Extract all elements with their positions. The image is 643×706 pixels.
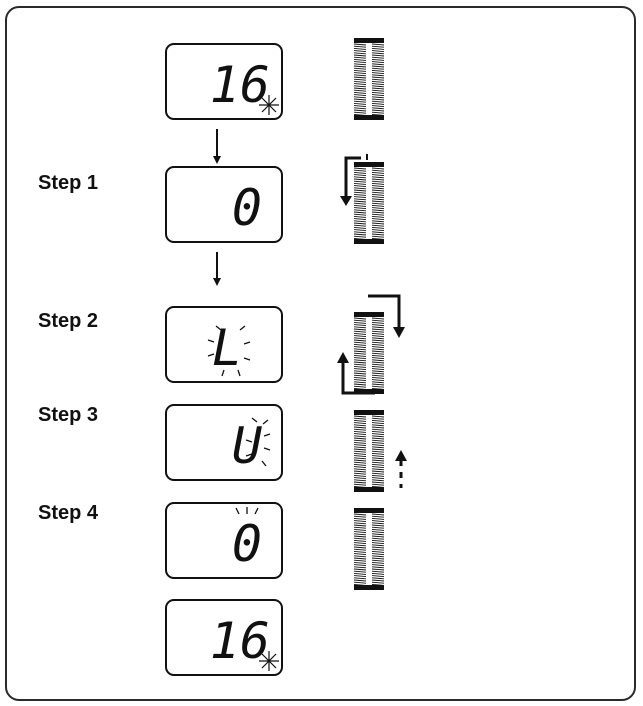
buttonhole-stitch-icon bbox=[353, 312, 385, 394]
display-5-value: 0 bbox=[232, 515, 262, 573]
step-1-label: Step 1 bbox=[38, 172, 99, 194]
step-4-label: Step 4 bbox=[38, 502, 99, 524]
lcd-display-3: L bbox=[165, 306, 283, 383]
display-1-value: 16 bbox=[210, 56, 270, 114]
blink-rays-icon bbox=[207, 325, 251, 377]
display-2-value: 0 bbox=[232, 179, 262, 237]
blink-indicator-icon bbox=[259, 95, 279, 115]
lcd-display-6: 16 bbox=[165, 599, 283, 676]
lcd-display-4: U bbox=[165, 404, 283, 481]
blink-rays-icon bbox=[245, 417, 271, 467]
lcd-display-2: 0 bbox=[165, 166, 283, 243]
buttonhole-stitch-icon bbox=[353, 38, 385, 120]
sewing-direction-arrow-icon bbox=[337, 294, 405, 395]
diagram-frame bbox=[5, 6, 636, 701]
buttonhole-stitch-icon bbox=[353, 410, 385, 492]
lcd-display-5: 0 bbox=[165, 502, 283, 579]
buttonhole-stitch-icon bbox=[353, 162, 385, 244]
display-4-value: U bbox=[232, 417, 263, 475]
buttonhole-stitch-icon bbox=[353, 508, 385, 590]
buttonhole-icons bbox=[353, 38, 385, 590]
display-3-value: L bbox=[212, 319, 242, 377]
display-6-value: 16 bbox=[210, 612, 270, 670]
blink-rays-icon bbox=[235, 507, 259, 515]
step-3-label: Step 3 bbox=[38, 404, 99, 426]
blink-indicator-icon bbox=[259, 651, 279, 671]
sewing-direction-arrow-icon bbox=[340, 154, 368, 206]
lcd-display-1: 16 bbox=[165, 43, 283, 120]
step-2-label: Step 2 bbox=[38, 310, 99, 332]
sewing-direction-arrow-icon bbox=[395, 450, 407, 488]
